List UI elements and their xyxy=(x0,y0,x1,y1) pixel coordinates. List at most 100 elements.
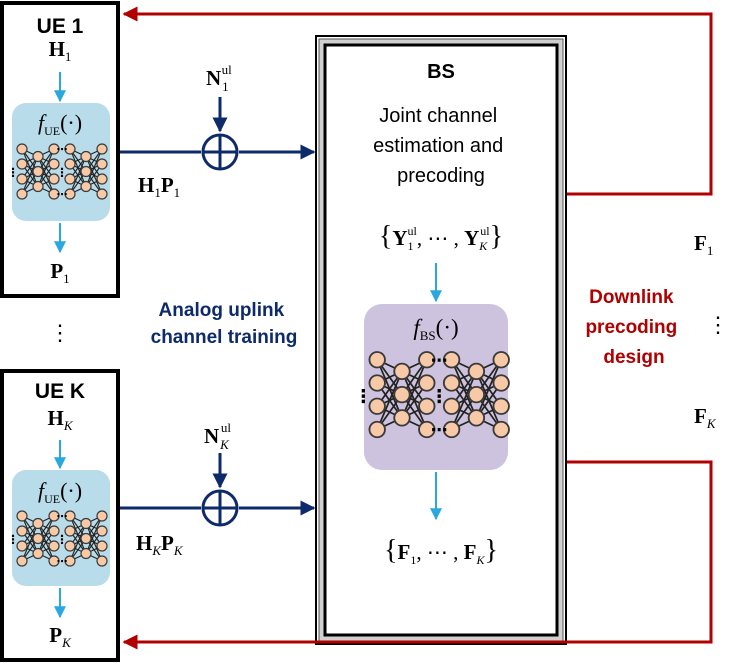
neuron xyxy=(16,188,28,200)
network-vdots: ⋮ xyxy=(56,533,68,547)
neuron xyxy=(96,143,108,155)
neuron xyxy=(48,173,60,185)
uplink-path-k: NKul HKPK xyxy=(120,420,316,558)
neuron xyxy=(96,158,108,170)
neuron xyxy=(393,385,411,404)
neuron xyxy=(80,150,92,163)
neuron xyxy=(368,420,386,439)
network-edge xyxy=(85,148,103,187)
neuron xyxy=(16,510,28,522)
neuron xyxy=(16,540,28,552)
neuron xyxy=(418,351,436,369)
network-edge xyxy=(37,148,55,187)
neuron xyxy=(80,547,92,560)
network-edge xyxy=(401,359,428,419)
neuron xyxy=(96,525,108,537)
network-hdots: ⋯ xyxy=(431,351,448,371)
network-edge xyxy=(475,359,502,419)
neuron xyxy=(96,510,108,522)
neuron xyxy=(48,555,60,567)
network-vdots: ⋮ xyxy=(7,166,19,180)
network-edge xyxy=(21,156,39,195)
neuron xyxy=(64,173,76,185)
network-edge xyxy=(85,515,103,554)
neuron xyxy=(418,397,436,415)
bs-output-set: {F1, ⋯ , FK} xyxy=(384,535,498,567)
neuron xyxy=(48,540,60,552)
neuron xyxy=(442,420,461,439)
uplink-signal-k-label: HKPK xyxy=(136,531,184,558)
ue-1-neural-network: ⋯ ⋯ ⋮ ⋮ xyxy=(7,143,108,201)
neuron xyxy=(492,420,510,439)
network-vdots: ⋮ xyxy=(354,386,373,407)
network-edge xyxy=(37,515,55,554)
bs-block: BS Joint channel estimation and precodin… xyxy=(315,35,567,645)
noise-1-label: N1ul xyxy=(206,62,232,94)
ue-k-network-label: fUE(·) xyxy=(38,478,82,506)
neuron xyxy=(64,540,76,552)
neuron xyxy=(467,409,486,427)
neuron xyxy=(368,397,386,415)
network-hdots: ⋯ xyxy=(57,143,68,156)
neuron xyxy=(96,555,108,567)
neuron xyxy=(32,150,44,163)
neuron xyxy=(442,374,461,392)
neuron xyxy=(64,158,76,170)
ue-1-output-label: P1 xyxy=(50,259,69,286)
network-edge xyxy=(21,523,39,562)
neuron xyxy=(467,385,486,404)
bs-title: BS xyxy=(427,61,455,83)
neuron xyxy=(96,173,108,185)
neuron xyxy=(418,374,436,392)
network-hdots: ⋯ xyxy=(57,555,68,568)
neuron xyxy=(64,555,76,567)
neuron xyxy=(442,351,461,369)
network-hdots: ⋯ xyxy=(57,510,68,523)
neuron xyxy=(393,362,411,381)
neuron xyxy=(80,532,92,545)
ue-gap-dots: ⋮ xyxy=(49,320,71,345)
neuron xyxy=(16,525,28,537)
ue-1-block: UE 1 H1 fUE(·) ⋯⋯⋮⋮ P1 xyxy=(0,1,120,298)
neuron xyxy=(48,188,60,200)
network-vdots: ⋮ xyxy=(7,533,19,547)
bs-network-label: fBS(·) xyxy=(413,315,458,343)
neuron xyxy=(64,525,76,537)
network-edge xyxy=(450,371,478,430)
neuron xyxy=(467,362,486,381)
network-edge xyxy=(69,523,87,562)
neuron xyxy=(16,158,28,170)
uplink-signal-1-label: H1P1 xyxy=(138,173,180,200)
network-edge xyxy=(376,371,403,430)
neuron xyxy=(492,397,510,415)
network-hdots: ⋯ xyxy=(57,188,68,201)
ue-1-title: UE 1 xyxy=(37,15,84,38)
bs-neural-network: ⋯⋯⋮⋮ xyxy=(354,351,510,441)
neuron xyxy=(96,540,108,552)
network-vdots: ⋮ xyxy=(56,166,68,180)
neuron xyxy=(492,351,510,369)
neuron xyxy=(418,420,436,439)
network-hdots: ⋯ xyxy=(431,421,448,441)
bs-input-set: {Y1ul, ⋯ , YKul} xyxy=(379,221,503,253)
ue-k-neural-network: ⋯ ⋯ ⋮ ⋮ xyxy=(7,510,108,568)
neuron xyxy=(32,532,44,545)
neuron xyxy=(96,188,108,200)
downlink-feedback-path xyxy=(122,6,713,650)
ue-k-title: UE K xyxy=(35,380,85,403)
uplink-path-1: N1ul H1P1 xyxy=(120,62,316,200)
feedback-f1-label: F1 xyxy=(694,231,713,258)
neuron xyxy=(80,180,92,193)
adder-1-icon xyxy=(201,133,239,171)
neuron xyxy=(442,397,461,415)
neuron xyxy=(48,525,60,537)
neuron xyxy=(368,374,386,392)
neuron xyxy=(64,510,76,522)
neuron xyxy=(32,517,44,530)
network-edge xyxy=(69,156,87,195)
neuron xyxy=(16,173,28,185)
neuron xyxy=(492,374,510,392)
noise-k-label: NKul xyxy=(204,420,231,452)
neuron xyxy=(393,409,411,427)
